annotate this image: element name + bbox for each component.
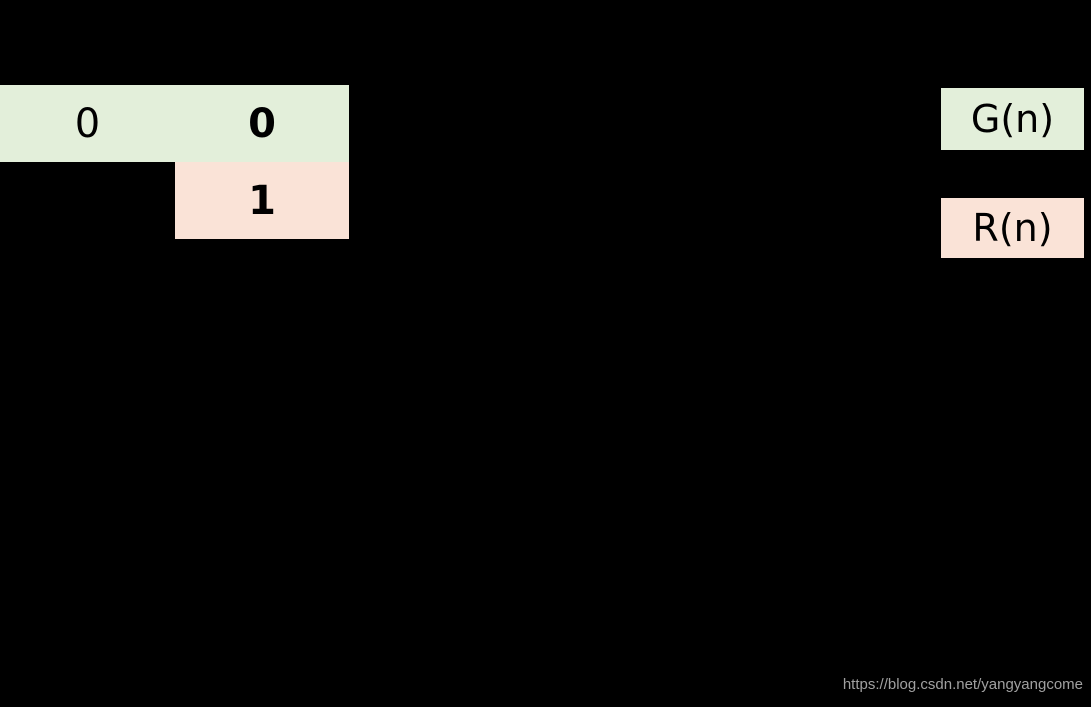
legend-label-gn: G(n) xyxy=(970,97,1055,141)
legend-item-gn: G(n) xyxy=(941,88,1084,150)
grid-cell-g0: 0 xyxy=(0,85,175,162)
legend-label-rn: R(n) xyxy=(972,206,1053,250)
watermark-url: https://blog.csdn.net/yangyangcome xyxy=(842,676,1083,693)
legend-item-rn: R(n) xyxy=(941,198,1084,258)
grid-cell-g1: 0 xyxy=(175,85,349,162)
grid-cell-r1: 1 xyxy=(175,162,349,239)
